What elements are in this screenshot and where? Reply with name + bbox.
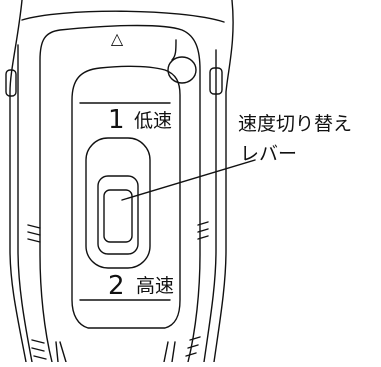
position-1-number: 1 [108,105,125,135]
callout-line-1: 速度切り替え [238,113,352,135]
round-button [167,56,197,84]
panel-outline [39,24,201,363]
position-2-number: 2 [108,271,125,301]
lever-knob-inner [103,189,133,243]
position-2-label: 高速 [136,275,174,297]
round-button-guide [171,39,177,61]
device-inner-outline [17,10,225,363]
left-side-tab [5,69,17,97]
left-grip-ribs [27,224,67,363]
right-grip-ribs [163,221,209,363]
lever-outer [85,137,151,269]
callout-leader-line [121,159,256,201]
top-marker: △ [111,29,124,48]
right-side-tab [209,67,223,95]
callout-line-2: レバー [240,143,297,165]
lever-knob [97,175,139,255]
device-outline [9,0,234,363]
position-1-label: 低速 [134,110,172,132]
